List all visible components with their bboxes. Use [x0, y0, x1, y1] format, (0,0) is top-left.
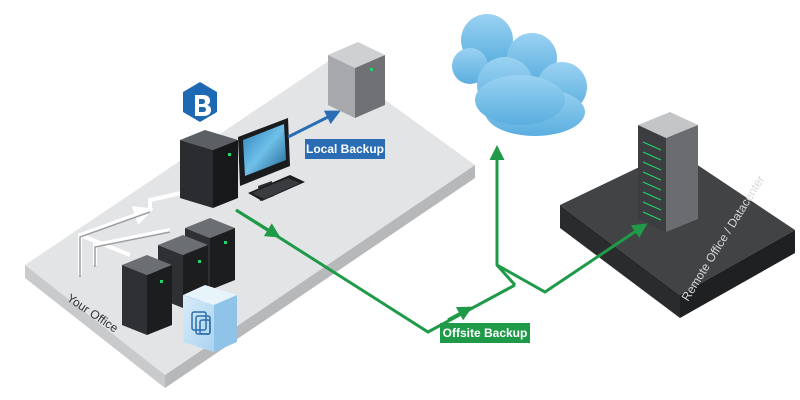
- backup-software-logo-icon: [183, 82, 217, 122]
- office-server-cluster: [122, 218, 235, 335]
- datacenter-rack: [638, 112, 698, 232]
- offsite-backup-path: [235, 145, 648, 334]
- offsite-backup-tag: Offsite Backup: [440, 323, 530, 343]
- local-backup-server: [328, 42, 385, 118]
- internal-data-path-shadow: [79, 211, 171, 277]
- offsite-backup-label: Offsite Backup: [443, 326, 528, 340]
- office-platform: [25, 60, 475, 388]
- virtual-machine-icon: [191, 311, 211, 335]
- workstation-monitor: [238, 118, 290, 201]
- workstation-tower: [180, 130, 238, 208]
- workstation-keyboard: [248, 175, 305, 201]
- local-backup-label: Local Backup: [306, 142, 384, 156]
- local-backup-arrow: [287, 110, 341, 139]
- cloud-icon: [452, 14, 587, 136]
- virtual-machine-box: [183, 285, 237, 352]
- local-backup-tag: Local Backup: [305, 139, 385, 159]
